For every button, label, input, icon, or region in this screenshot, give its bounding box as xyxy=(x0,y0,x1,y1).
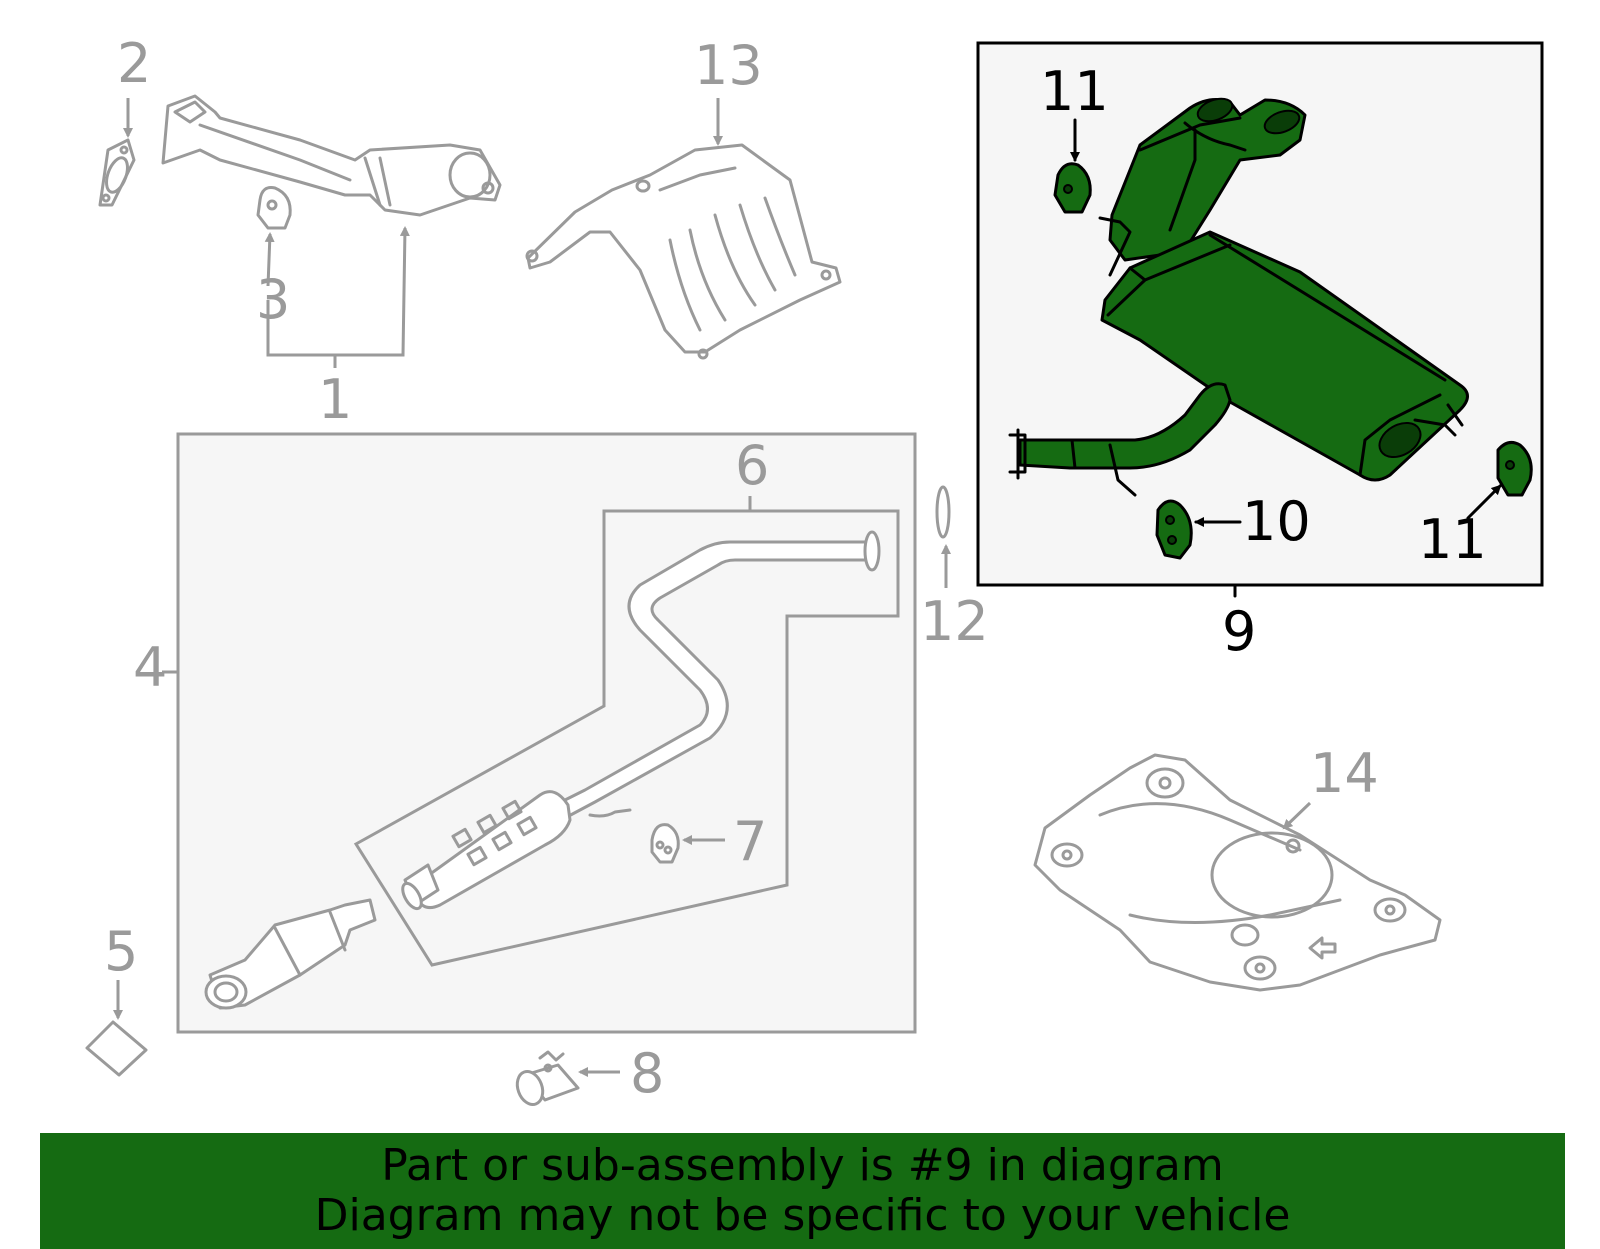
part-6-intermediate-pipe[interactable] xyxy=(399,530,881,912)
part-11-hanger-top[interactable] xyxy=(1053,162,1092,214)
part-2-gasket[interactable] xyxy=(98,138,136,207)
part-1-front-pipe[interactable] xyxy=(161,94,502,217)
callout-13: 13 xyxy=(694,34,763,97)
callout-1: 1 xyxy=(318,368,352,431)
callout-14: 14 xyxy=(1310,742,1379,805)
callout-6: 6 xyxy=(735,434,769,497)
callout-8: 8 xyxy=(630,1042,664,1105)
callout-5: 5 xyxy=(104,920,138,983)
banner-line-2: Diagram may not be specific to your vehi… xyxy=(314,1190,1291,1241)
callout-12: 12 xyxy=(920,590,989,653)
part-10-hanger[interactable] xyxy=(1155,499,1193,560)
callout-10: 10 xyxy=(1242,490,1311,553)
part-12-gasket[interactable] xyxy=(935,485,951,539)
info-banner: Part or sub-assembly is #9 in diagram Di… xyxy=(40,1133,1565,1249)
callout-11-top: 11 xyxy=(1040,60,1109,123)
part-13-heat-shield[interactable] xyxy=(525,143,842,360)
callout-2: 2 xyxy=(117,32,151,95)
callout-7: 7 xyxy=(733,810,767,873)
part-4-catalytic-converter[interactable] xyxy=(204,898,377,1010)
callout-3: 3 xyxy=(256,268,290,331)
callout-11-bottom: 11 xyxy=(1418,508,1487,571)
part-8-clamp[interactable] xyxy=(513,1050,580,1108)
part-7-hanger[interactable] xyxy=(650,823,680,864)
part-11-hanger-right[interactable] xyxy=(1496,440,1533,497)
part-14-heat-shield[interactable] xyxy=(1033,753,1442,992)
callout-9: 9 xyxy=(1222,600,1256,663)
part-9-muffler-assembly[interactable] xyxy=(1008,94,1469,497)
banner-line-1: Part or sub-assembly is #9 in diagram xyxy=(381,1140,1224,1191)
part-5-pad[interactable] xyxy=(85,1020,148,1077)
callout-4: 4 xyxy=(133,636,167,699)
part-3-hanger[interactable] xyxy=(256,186,292,230)
